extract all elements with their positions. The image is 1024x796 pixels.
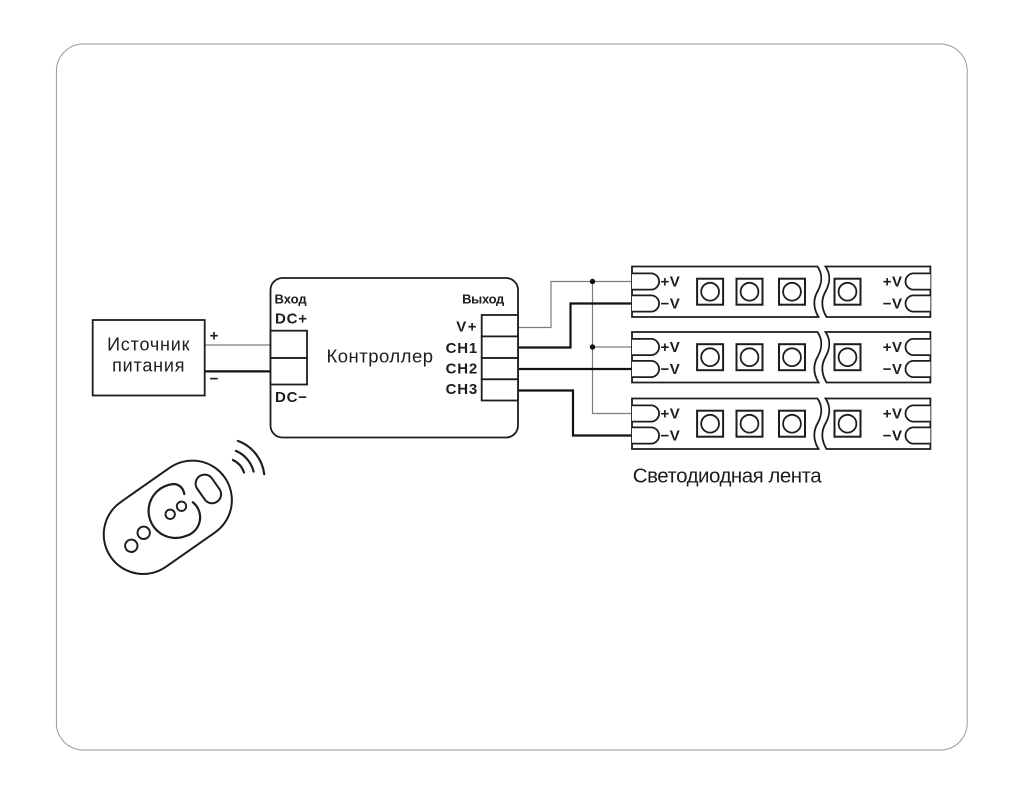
svg-text:CH3: CH3 bbox=[446, 381, 478, 398]
svg-text:Выход: Выход bbox=[462, 292, 505, 307]
svg-text:V+: V+ bbox=[456, 319, 478, 336]
svg-text:DC−: DC− bbox=[275, 389, 308, 406]
svg-text:+: + bbox=[210, 328, 219, 345]
svg-text:CH1: CH1 bbox=[446, 340, 478, 357]
svg-text:питания: питания bbox=[112, 356, 185, 376]
svg-text:Вход: Вход bbox=[275, 292, 308, 307]
svg-text:Светодиодная лента: Светодиодная лента bbox=[633, 465, 822, 488]
svg-text:DC+: DC+ bbox=[275, 311, 308, 328]
svg-text:Источник: Источник bbox=[107, 335, 190, 355]
svg-text:−: − bbox=[210, 371, 219, 388]
svg-text:Контроллер: Контроллер bbox=[326, 346, 433, 367]
svg-text:CH2: CH2 bbox=[446, 361, 478, 378]
